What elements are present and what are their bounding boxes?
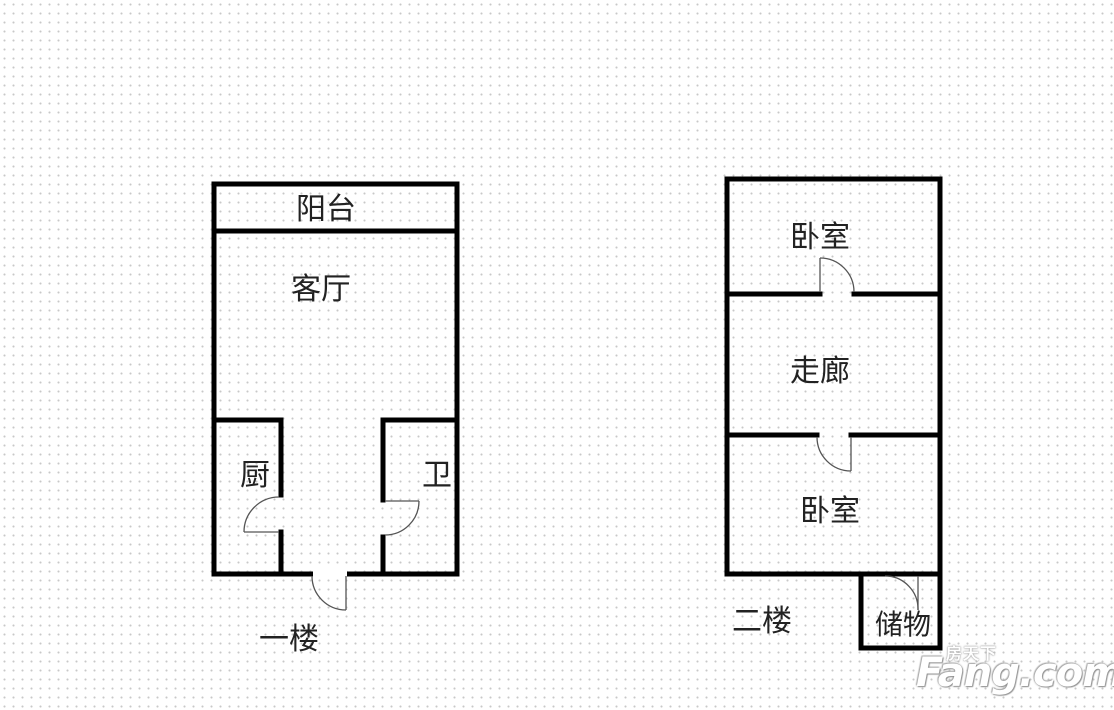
entrance-door-swing (311, 575, 347, 611)
room-label-living-room: 客厅 (291, 272, 351, 307)
floor-2-doors (816, 257, 919, 611)
bedroom-top-door-swing (819, 257, 855, 293)
floor-1-outer-wall (211, 181, 460, 577)
room-label-bedroom-top: 卧室 (790, 220, 850, 255)
storage-door-swing (884, 575, 919, 611)
watermark-subtext: 房天下 (946, 644, 998, 663)
floor-1-doors (243, 496, 420, 611)
room-label-bathroom: 卫 (422, 458, 452, 493)
floor-2-plan (724, 176, 943, 651)
floor-2-outer-wall (724, 176, 943, 577)
floor-1-plan (211, 181, 460, 577)
room-label-bedroom-bottom: 卧室 (800, 494, 860, 529)
room-label-kitchen: 厨 (240, 458, 270, 493)
watermark-brand: Fang.com (916, 650, 1114, 696)
fang-watermark: 房天下 Fang.com (916, 640, 1114, 698)
kitchen-door-swing (243, 496, 280, 533)
storage-wall (858, 571, 943, 651)
floor-2-caption: 二楼 (732, 604, 792, 639)
room-label-storage: 储物 (874, 608, 932, 641)
bathroom-door-swing (384, 500, 420, 536)
bedroom-bottom-door-swing (816, 436, 852, 472)
room-label-balcony: 阳台 (296, 192, 356, 227)
room-label-corridor: 走廊 (790, 354, 850, 389)
floor-1-caption: 一楼 (259, 622, 319, 657)
